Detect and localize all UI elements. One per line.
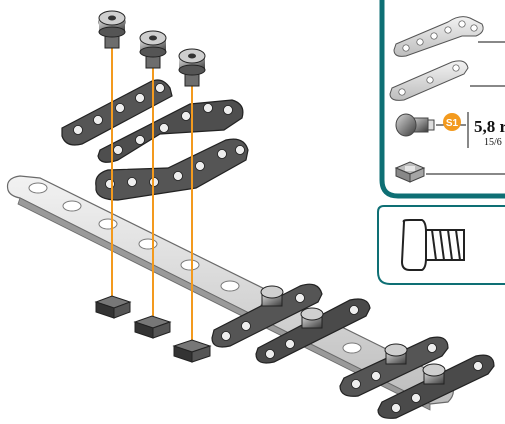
dark-l-plate-upper (97, 99, 244, 163)
bolt-1 (98, 10, 126, 49)
short-strip-icon (389, 60, 505, 101)
bolt-side-view-panel (377, 205, 505, 285)
s1-badge: S1 (443, 113, 461, 131)
bolt-2 (139, 30, 167, 69)
strip-pair-lower (339, 336, 495, 419)
strip-pair-upper (211, 283, 371, 364)
square-nut-1 (94, 295, 132, 319)
s1-badge-label: S1 (446, 118, 459, 129)
bolt-size-sub: 15/6 (484, 137, 502, 148)
bolt-side-view-icon (400, 219, 465, 271)
angle-plate-icon (393, 16, 505, 57)
bolt-icon (395, 113, 466, 137)
square-nut-icon (394, 161, 505, 183)
square-nut-3 (172, 339, 212, 363)
dark-strip-top (61, 79, 173, 146)
guide-lines (111, 42, 193, 346)
parts-legend-panel: S1 5,8 r 15/6 (379, 0, 505, 199)
square-nut-2 (133, 315, 172, 339)
bolt-size-main: 5,8 r (474, 117, 505, 136)
bolt-3 (178, 48, 206, 87)
